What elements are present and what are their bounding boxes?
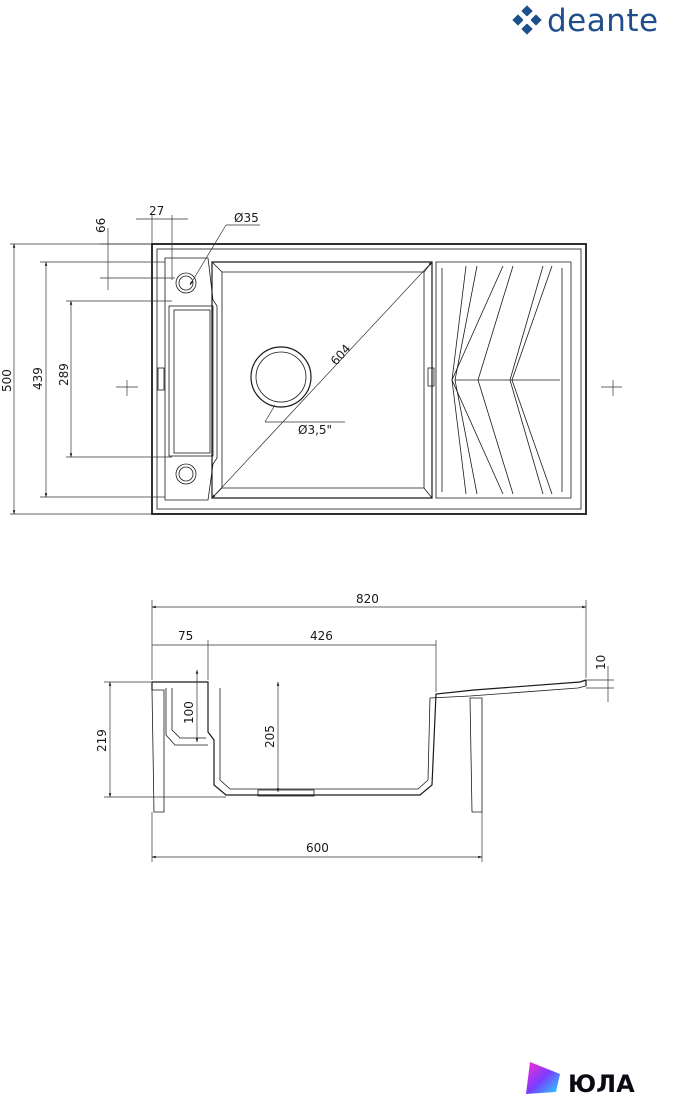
board-depth-label: 289 [57, 363, 71, 386]
side-offset-label: 27 [149, 204, 164, 218]
deante-logo: deante [512, 3, 658, 39]
accessory-board [173, 309, 211, 454]
ledge-depth-label: 100 [182, 701, 196, 724]
drainer-area [435, 261, 572, 499]
drain-outer [250, 346, 312, 408]
left-ledge [164, 257, 218, 501]
accessory-board-slot [168, 305, 214, 457]
diagonal-dimension-label: 604 [328, 342, 354, 368]
top-view: 604 Ø3,5" Ø35 27 66 500 439 289 [0, 204, 622, 515]
drain-inner [255, 351, 307, 403]
deante-logo-icon [512, 5, 542, 35]
top-offset-label: 66 [94, 218, 108, 233]
sink-outer-rim [151, 243, 587, 515]
bowl-inner [221, 271, 425, 489]
cabinet-wall-right [469, 697, 483, 813]
center-markers [116, 380, 622, 396]
sink-inner-rim [156, 248, 582, 510]
cabinet-wall-left [151, 689, 165, 813]
overflow-slot [427, 367, 435, 387]
hole-leader [189, 224, 227, 286]
cabinet-width-label: 600 [306, 841, 329, 855]
rim-offset-label: 75 [178, 629, 193, 643]
total-depth-label: 500 [0, 369, 14, 392]
diagonal-dimension-line [211, 261, 433, 499]
hole-diameter-label: Ø35 [234, 211, 259, 225]
yula-watermark: ЮЛА [526, 1062, 635, 1098]
total-height-label: 219 [95, 729, 109, 752]
tap-hole-top [175, 272, 197, 294]
sink-profile-inner [219, 685, 587, 790]
yula-text: ЮЛА [568, 1070, 635, 1098]
side-drain [257, 789, 315, 797]
drainer-grooves [451, 265, 560, 495]
yula-logo-icon [526, 1062, 560, 1094]
drain-diameter-label: Ø3,5" [298, 423, 332, 437]
total-width-label: 820 [356, 592, 379, 606]
side-view: 820 75 426 10 100 205 219 600 [95, 592, 614, 862]
thickness-label: 10 [594, 655, 608, 670]
bowl-height-label: 205 [263, 725, 277, 748]
sink-profile-outer [152, 679, 587, 796]
deante-logo-text: deante [547, 3, 659, 39]
front-mark [157, 367, 165, 391]
bowl-width-label: 426 [310, 629, 333, 643]
bowl-depth-label: 439 [31, 367, 45, 390]
tap-hole-bottom [175, 463, 197, 485]
